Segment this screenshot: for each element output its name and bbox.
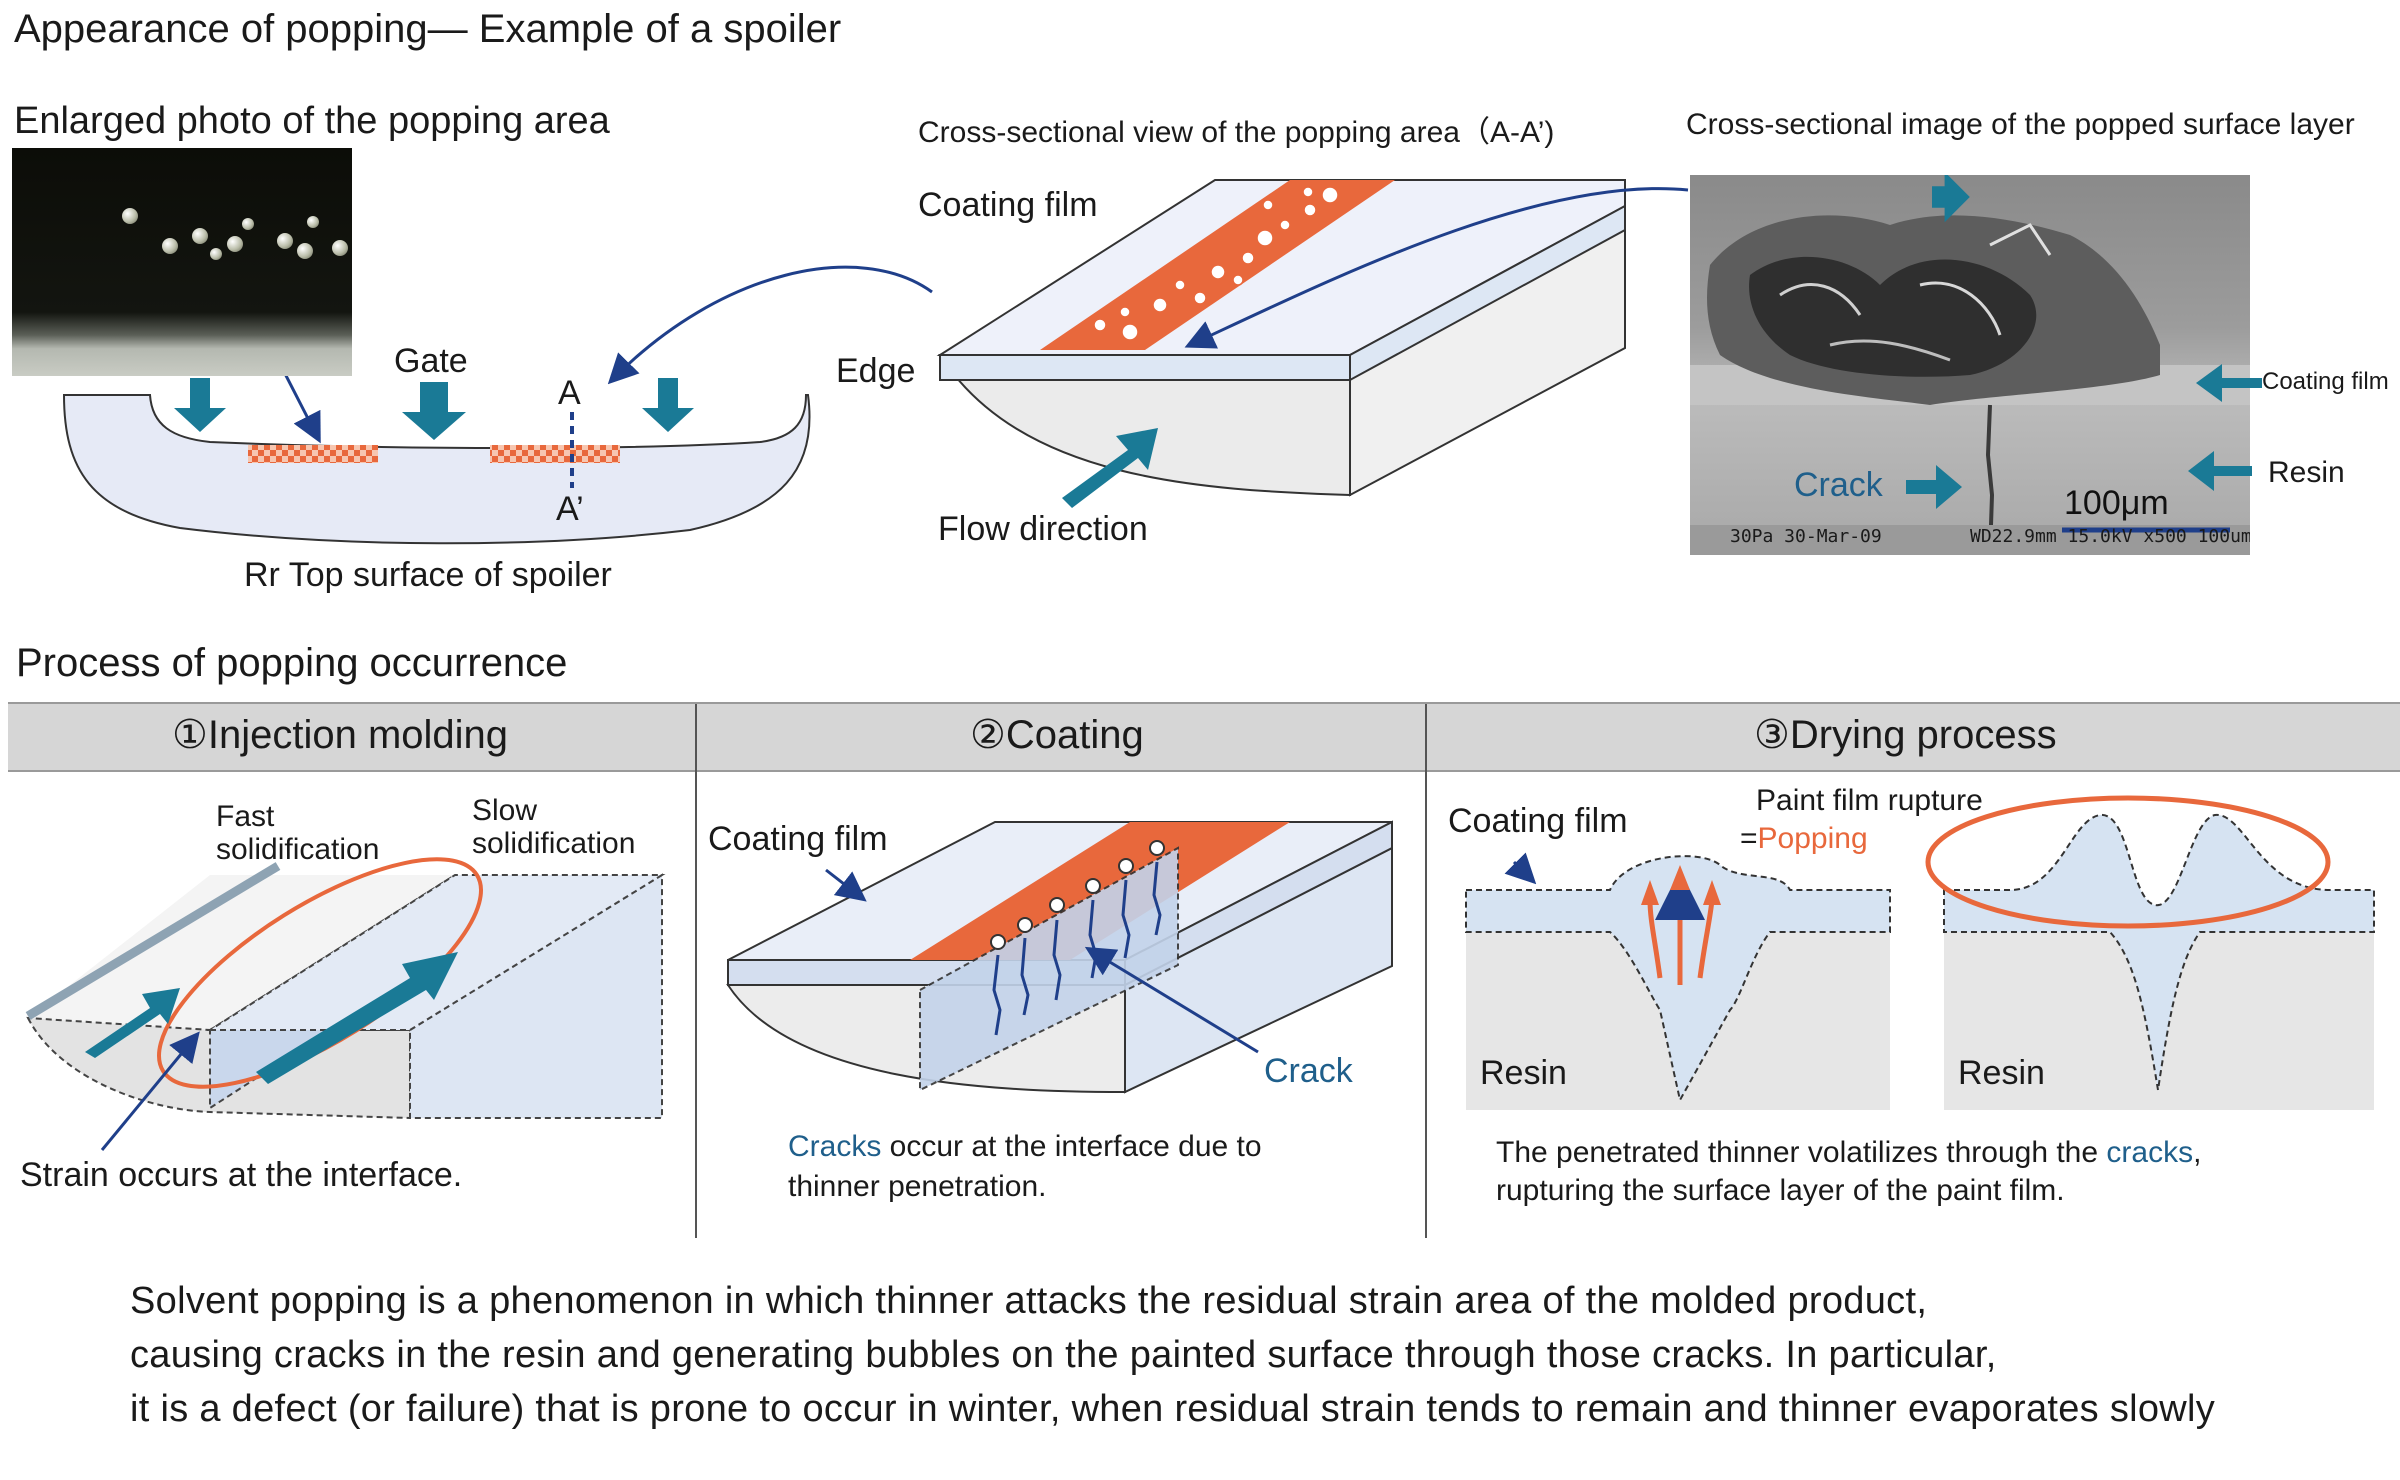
sem-caption: Cross-sectional image of the popped surf… bbox=[1686, 108, 2355, 141]
sem-footer-right: WD22.9mm 15.0kV x500 100um bbox=[1970, 526, 2250, 547]
sem-to-crosssection-arrow bbox=[1184, 187, 1689, 349]
column-separator-2 bbox=[1425, 704, 1427, 1238]
sem-resin-label: Resin bbox=[2268, 456, 2345, 489]
gate-label: Gate bbox=[394, 342, 468, 380]
sem-drawing bbox=[1690, 175, 2250, 555]
step3-coating-film-label: Coating film bbox=[1448, 802, 1628, 840]
flow-direction-arrow bbox=[1062, 428, 1158, 508]
popping-area-left bbox=[248, 445, 378, 463]
rupture-label: Paint film rupture bbox=[1756, 784, 1983, 817]
cross-section-coating-film-label: Coating film bbox=[918, 186, 1098, 224]
sem-crack-label: Crack bbox=[1794, 466, 1883, 504]
process-title: Process of popping occurrence bbox=[16, 641, 568, 685]
cross-section-caption: Cross-sectional view of the popping area… bbox=[918, 116, 1555, 149]
popping-prefix: = bbox=[1740, 822, 1758, 855]
step1-title: ①Injection molding bbox=[172, 713, 509, 757]
gate-arrows bbox=[174, 378, 694, 440]
step3-title: ③Drying process bbox=[1754, 713, 2057, 757]
flow-direction-label: Flow direction bbox=[938, 510, 1148, 548]
step2-illustration bbox=[726, 820, 1393, 1094]
step2-caption-highlight: Cracks bbox=[788, 1130, 882, 1163]
popping-label: =Popping bbox=[1740, 822, 1868, 857]
step2-caption-line2: thinner penetration. bbox=[788, 1170, 1047, 1203]
step1-illustration bbox=[25, 857, 666, 1151]
crosssection-to-spoiler-arrow bbox=[607, 265, 933, 385]
sem-scale-label: 100μm bbox=[2064, 484, 2169, 522]
page-title: Appearance of popping— Example of a spoi… bbox=[14, 7, 842, 51]
resin-label-1: Resin bbox=[1480, 1054, 1567, 1092]
step3-caption-pre: The penetrated thinner volatilizes throu… bbox=[1496, 1136, 2107, 1169]
summary-line-1: Solvent popping is a phenomenon in which… bbox=[130, 1280, 1928, 1322]
popping-area-photo bbox=[12, 148, 352, 376]
point-a-prime-label: A’ bbox=[556, 490, 584, 528]
step2-title: ②Coating bbox=[970, 713, 1144, 757]
resin-label-2: Resin bbox=[1958, 1054, 2045, 1092]
process-header-bar bbox=[8, 702, 2400, 772]
summary-line-2: causing cracks in the resin and generati… bbox=[130, 1334, 1997, 1376]
step3-caption-line2: rupturing the surface layer of the paint… bbox=[1496, 1174, 2065, 1207]
step2-caption-rest: occur at the interface due to bbox=[881, 1130, 1262, 1163]
slow-solidification-label: Slow solidification bbox=[472, 794, 636, 860]
point-a-label: A bbox=[558, 374, 581, 412]
step1-caption: Strain occurs at the interface. bbox=[20, 1156, 463, 1194]
fast-solidification-label: Fast solidification bbox=[216, 800, 380, 866]
sem-footer-left: 30Pa 30-Mar-09 bbox=[1730, 526, 1882, 547]
edge-label: Edge bbox=[836, 352, 916, 390]
cross-section-block bbox=[936, 179, 1626, 497]
sem-coating-film-label: Coating film bbox=[2262, 368, 2389, 395]
step2-crack-label: Crack bbox=[1264, 1052, 1353, 1090]
step3-illustration bbox=[1465, 795, 2375, 1110]
popping-word: Popping bbox=[1757, 822, 1868, 855]
popping-area-right bbox=[490, 445, 620, 463]
step2-coating-film-label: Coating film bbox=[708, 820, 888, 858]
step3-caption-highlight: cracks bbox=[2106, 1136, 2194, 1169]
sem-image: 30Pa 30-Mar-09 WD22.9mm 15.0kV x500 100u… bbox=[1690, 175, 2250, 555]
step3-caption-line1: The penetrated thinner volatilizes throu… bbox=[1496, 1136, 2201, 1171]
spoiler-caption: Rr Top surface of spoiler bbox=[244, 556, 612, 594]
step3-caption-post: , bbox=[2193, 1136, 2202, 1169]
summary-line-3: it is a defect (or failure) that is pron… bbox=[130, 1388, 2216, 1430]
photo-caption: Enlarged photo of the popping area bbox=[14, 100, 610, 142]
column-separator-1 bbox=[695, 704, 697, 1238]
step2-caption-line1: Cracks occur at the interface due to bbox=[788, 1130, 1262, 1165]
